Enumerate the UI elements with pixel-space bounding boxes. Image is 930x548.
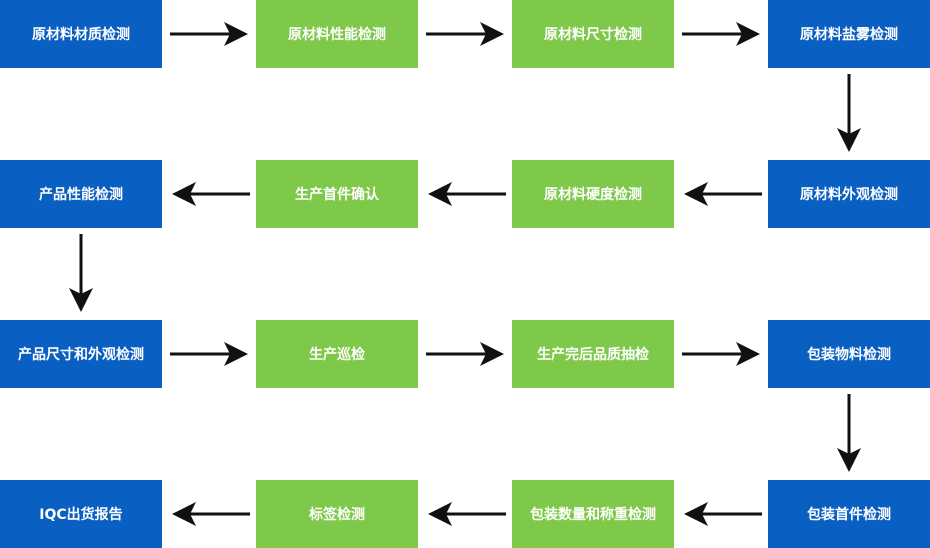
step-label: 原材料尺寸检测 <box>544 27 642 43</box>
step-label: 包装物料检测 <box>807 347 891 363</box>
step-packaging-material: 包装物料检测 <box>768 320 930 388</box>
step-raw-material-salt-spray: 原材料盐雾检测 <box>768 0 930 68</box>
step-label: 生产完后品质抽检 <box>537 347 649 363</box>
step-label: IQC出货报告 <box>39 507 123 523</box>
step-label: 包装首件检测 <box>807 507 891 523</box>
step-label: 原材料材质检测 <box>32 27 130 43</box>
step-label: 生产巡检 <box>309 347 365 363</box>
step-label: 原材料盐雾检测 <box>800 27 898 43</box>
step-raw-material-hardness: 原材料硬度检测 <box>512 160 674 228</box>
step-packaging-first-article: 包装首件检测 <box>768 480 930 548</box>
step-label: 产品尺寸和外观检测 <box>18 347 144 363</box>
step-label: 生产首件确认 <box>295 187 379 203</box>
step-production-patrol: 生产巡检 <box>256 320 418 388</box>
step-product-dimension-appearance: 产品尺寸和外观检测 <box>0 320 162 388</box>
step-label: 原材料性能检测 <box>288 27 386 43</box>
step-product-performance: 产品性能检测 <box>0 160 162 228</box>
step-label: 原材料硬度检测 <box>544 187 642 203</box>
step-raw-material-dimension: 原材料尺寸检测 <box>512 0 674 68</box>
step-raw-material-composition: 原材料材质检测 <box>0 0 162 68</box>
step-first-article-confirm: 生产首件确认 <box>256 160 418 228</box>
step-label: 产品性能检测 <box>39 187 123 203</box>
step-label: 标签检测 <box>309 507 365 523</box>
step-post-production-sampling: 生产完后品质抽检 <box>512 320 674 388</box>
step-raw-material-appearance: 原材料外观检测 <box>768 160 930 228</box>
step-label-inspection: 标签检测 <box>256 480 418 548</box>
step-label: 包装数量和称重检测 <box>530 507 656 523</box>
step-packaging-quantity-weight: 包装数量和称重检测 <box>512 480 674 548</box>
step-iqc-shipping-report: IQC出货报告 <box>0 480 162 548</box>
step-raw-material-performance: 原材料性能检测 <box>256 0 418 68</box>
step-label: 原材料外观检测 <box>800 187 898 203</box>
